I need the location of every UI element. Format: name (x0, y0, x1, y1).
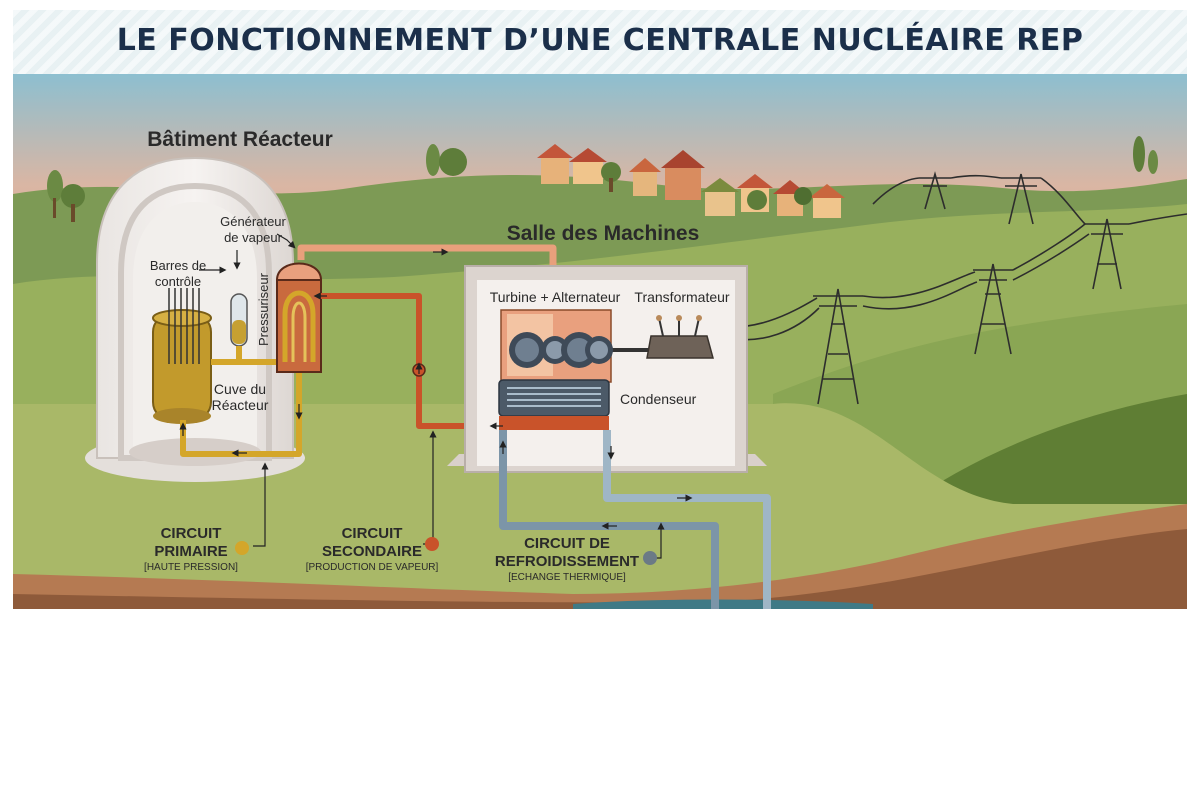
secondary-circuit-note: [PRODUCTION DE VAPEUR] (306, 562, 439, 573)
reactor-vessel (152, 309, 212, 424)
secondary-circuit-pipe (321, 293, 499, 429)
primary-circuit-dot (235, 541, 249, 555)
ground (13, 403, 1187, 609)
secondary-circuit-dot (425, 537, 439, 551)
transformer-label: Transformateur (634, 289, 730, 305)
machine-hall-label: Salle des Machines (507, 222, 700, 245)
cooling-circuit-note: [ECHANGE THERMIQUE] (508, 572, 626, 583)
control-rods (168, 288, 200, 364)
primary-circuit-title-2: PRIMAIRE (154, 543, 227, 560)
turbine-alternator (500, 309, 653, 383)
turbine-label: Turbine + Alternateur (490, 289, 621, 305)
vessel-label-2: Réacteur (212, 397, 269, 413)
title-banner: LE FONCTIONNEMENT D’UNE CENTRALE NUCLÉAI… (13, 10, 1187, 74)
cooling-circuit-title-1: CIRCUIT DE (524, 535, 610, 552)
pressurizer-vessel (230, 293, 248, 347)
pressurizer-label: Pressuriseur (256, 272, 271, 346)
secondary-circuit-title-2: SECONDAIRE (322, 543, 422, 560)
steam-generator-label-2: de vapeur (224, 230, 282, 245)
transformer (646, 315, 714, 359)
control-rods-label-1: Barres de (150, 258, 206, 273)
secondary-circuit-title-1: CIRCUIT (342, 525, 403, 542)
cooling-circuit-dot (643, 551, 657, 565)
reactor-building-label: Bâtiment Réacteur (147, 128, 333, 151)
steam-generator-label-1: Générateur (220, 214, 286, 229)
page-title: LE FONCTIONNEMENT D’UNE CENTRALE NUCLÉAI… (116, 23, 1084, 58)
steam-generator (275, 262, 323, 373)
flow-arrows (179, 248, 693, 530)
primary-circuit-title-1: CIRCUIT (161, 525, 222, 542)
cooling-circuit-title-2: REFROIDISSEMENT (495, 553, 639, 570)
banner-pattern (13, 10, 1187, 74)
soil-dark (13, 529, 1187, 609)
vessel-label-1: Cuve du (214, 381, 266, 397)
primary-circuit-note: [HAUTE PRESSION] (144, 562, 238, 573)
control-rods-label-2: contrôle (155, 274, 201, 289)
village-houses (537, 144, 845, 218)
water (573, 599, 873, 609)
condenser (498, 379, 610, 430)
diagram-scene: Bâtiment Réacteur Salle des Machines Gén… (13, 74, 1187, 609)
condenser-label: Condenseur (620, 391, 697, 407)
trees-left (47, 136, 1158, 222)
